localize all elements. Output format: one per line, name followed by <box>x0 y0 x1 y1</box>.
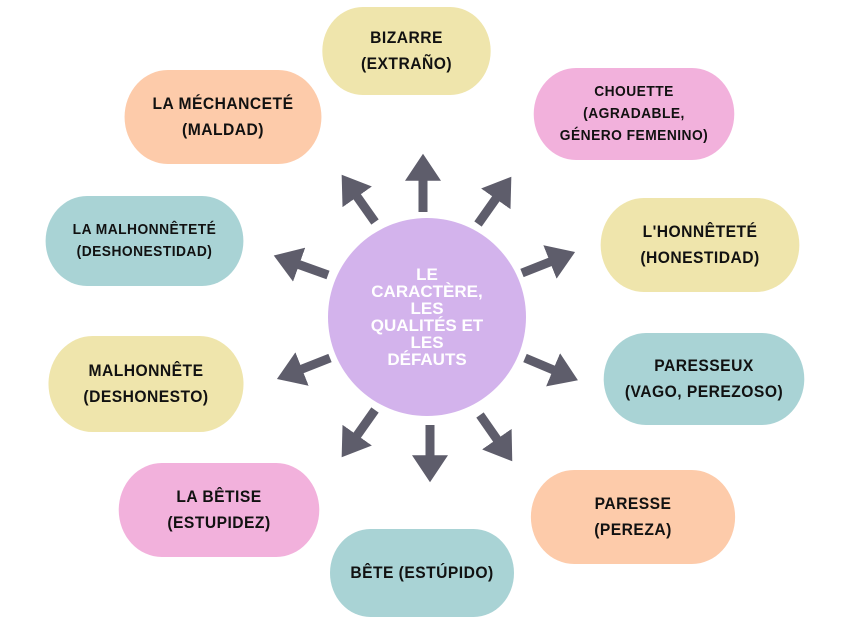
node-term: MALHONNÊTE <box>88 361 204 380</box>
node-translation: (HONESTIDAD) <box>640 248 760 267</box>
node-term: LA BÊTISE <box>176 487 262 506</box>
arrow-upper-left-icon <box>341 174 379 225</box>
arrow-upper-right-icon <box>474 176 512 227</box>
center-line: LES <box>410 333 444 352</box>
node-term: L'HONNÊTETÉ <box>642 222 758 241</box>
center-line: LE <box>416 265 438 284</box>
node-translation: (ESTUPIDEZ) <box>167 513 271 532</box>
arrow-left-up-icon <box>273 247 330 282</box>
node-translation: (DESHONESTIDAD) <box>76 243 213 260</box>
node-malhonnete: MALHONNÊTE (DESHONESTO) <box>48 336 244 432</box>
node-betise: LA BÊTISE (ESTUPIDEZ) <box>118 463 320 557</box>
node-bizarre: BIZARRE (EXTRAÑO) <box>322 7 491 95</box>
center-line: QUALITÉS ET <box>370 316 484 335</box>
center-line: LES <box>410 299 444 318</box>
node-term: PARESSEUX <box>654 356 754 375</box>
node-mechancete: LA MÉCHANCETÉ (MALDAD) <box>124 70 322 164</box>
node-term: PARESSE <box>594 494 672 513</box>
node-term: BIZARRE <box>370 28 443 47</box>
node-translation: (VAGO, PEREZOSO) <box>624 382 784 401</box>
node-translation: (PEREZA) <box>594 520 672 539</box>
node-paresse: PARESSE (PEREZA) <box>530 470 736 564</box>
node-translation: (DESHONESTO) <box>83 387 209 406</box>
node-honnetete: L'HONNÊTETÉ (HONESTIDAD) <box>600 198 800 292</box>
node-translation: (MALDAD) <box>182 120 264 139</box>
central-topic: LE CARACTÈRE, LES QUALITÉS ET LES DÉFAUT… <box>328 218 526 416</box>
arrow-left-down-icon <box>276 352 332 386</box>
arrow-right-up-icon <box>520 245 576 279</box>
node-term: BÊTE (ESTÚPIDO) <box>350 563 494 582</box>
arrow-lower-left-icon <box>341 407 379 458</box>
node-term: LA MÉCHANCETÉ <box>152 94 294 113</box>
node-translation: GÉNERO FEMENINO) <box>559 127 709 144</box>
center-line: DÉFAUTS <box>387 350 467 369</box>
arrow-right-down-icon <box>523 353 578 387</box>
node-paresseux: PARESSEUX (VAGO, PEREZOSO) <box>603 333 805 425</box>
node-bete: BÊTE (ESTÚPIDO) <box>330 529 514 617</box>
center-line: CARACTÈRE, <box>371 282 483 301</box>
node-translation: (EXTRAÑO) <box>360 54 453 73</box>
arrow-lower-right-icon <box>476 412 513 462</box>
node-translation: (AGRADABLE, <box>583 105 685 122</box>
node-chouette: CHOUETTE (AGRADABLE, GÉNERO FEMENINO) <box>533 68 735 160</box>
node-term: CHOUETTE <box>594 83 674 100</box>
node-malhonnetete: LA MALHONNÊTETÉ (DESHONESTIDAD) <box>45 196 244 286</box>
node-term: LA MALHONNÊTETÉ <box>72 221 217 238</box>
